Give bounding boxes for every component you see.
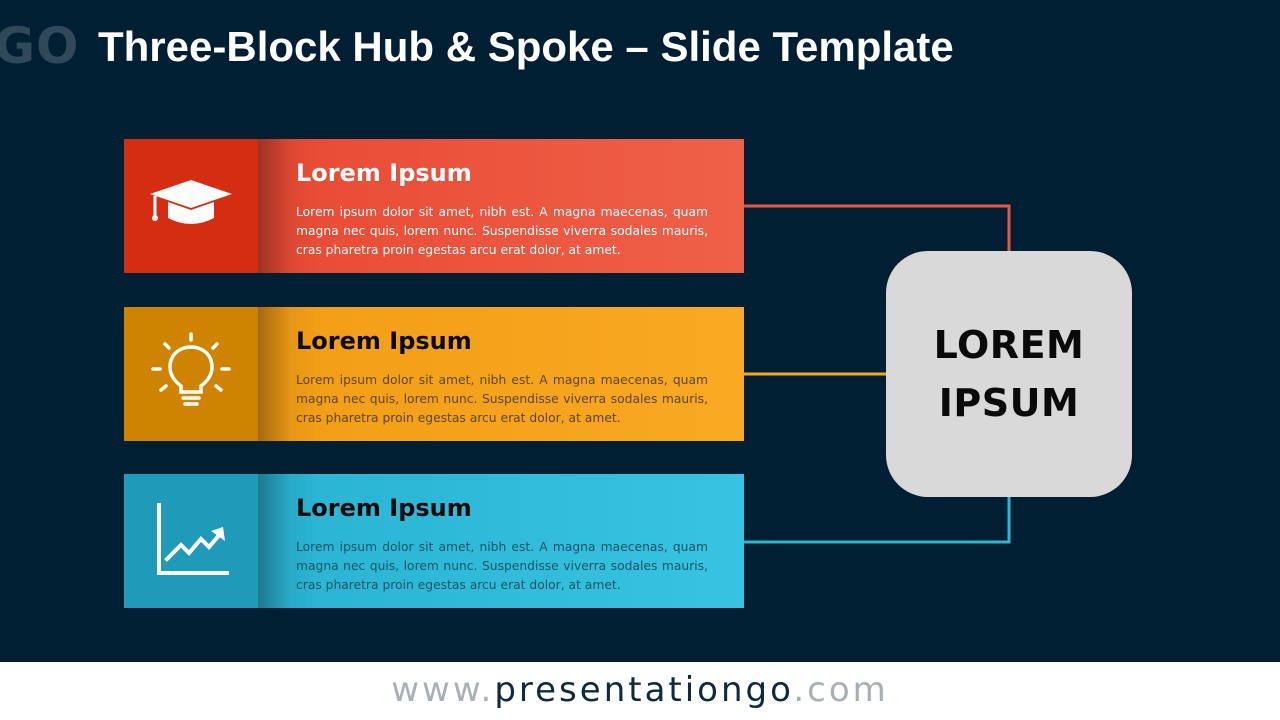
- block-heading-2: Lorem Ipsum: [296, 327, 472, 355]
- slide-title: Three-Block Hub & Spoke – Slide Template: [98, 23, 954, 70]
- connector-line-1: [744, 204, 1011, 251]
- slide: GO Three-Block Hub & Spoke – Slide Templ…: [0, 0, 1280, 662]
- footer-url-domain: presentationgo: [494, 670, 794, 710]
- footer: www.presentationgo.com: [0, 662, 1280, 720]
- hub-label-line-2: IPSUM: [938, 381, 1080, 425]
- spoke-block-1: Lorem Ipsum Lorem ipsum dolor sit amet, …: [124, 139, 744, 273]
- text-panel-1: Lorem Ipsum Lorem ipsum dolor sit amet, …: [258, 139, 744, 273]
- icon-box-1: [124, 139, 258, 273]
- lightbulb-icon: [151, 332, 231, 406]
- block-body-2: Lorem ipsum dolor sit amet, nibh est. A …: [296, 373, 708, 425]
- text-panel-2: Lorem Ipsum Lorem ipsum dolor sit amet, …: [258, 307, 744, 441]
- spoke-block-2: Lorem Ipsum Lorem ipsum dolor sit amet, …: [124, 307, 744, 441]
- footer-url-prefix: www.: [391, 670, 495, 710]
- connector-line-3: [744, 497, 1011, 544]
- icon-box-3: [124, 474, 258, 608]
- footer-url[interactable]: www.presentationgo.com: [391, 670, 889, 710]
- block-body-3: Lorem ipsum dolor sit amet, nibh est. A …: [296, 540, 708, 592]
- footer-url-suffix: .com: [793, 670, 889, 710]
- text-panel-3: Lorem Ipsum Lorem ipsum dolor sit amet, …: [258, 474, 744, 608]
- growth-chart-icon: [157, 503, 229, 575]
- connector-lines: [744, 204, 1011, 544]
- spoke-block-3: Lorem Ipsum Lorem ipsum dolor sit amet, …: [124, 474, 744, 608]
- logo-fragment: GO: [0, 17, 80, 75]
- block-body-1: Lorem ipsum dolor sit amet, nibh est. A …: [296, 205, 708, 257]
- block-heading-3: Lorem Ipsum: [296, 494, 472, 522]
- hub-box: LOREM IPSUM: [886, 251, 1132, 497]
- block-heading-1: Lorem Ipsum: [296, 159, 472, 187]
- hub-label-line-1: LOREM: [933, 323, 1085, 367]
- icon-box-2: [124, 307, 258, 441]
- graduation-cap-icon: [150, 180, 232, 224]
